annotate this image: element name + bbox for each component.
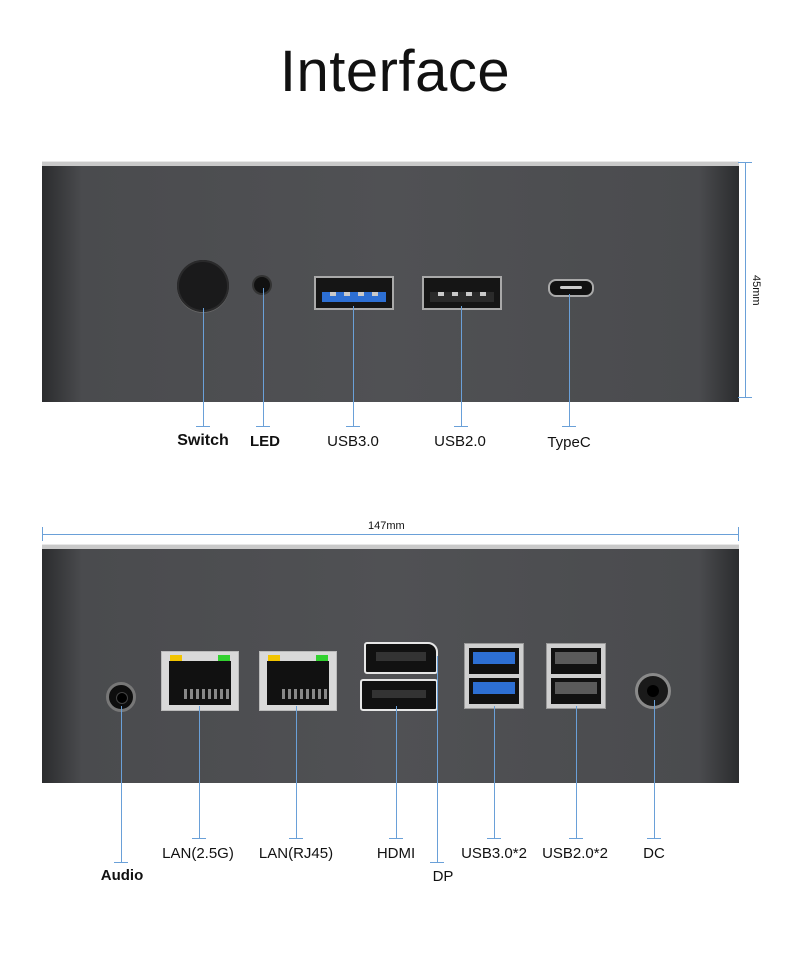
usb3-stack: [464, 643, 524, 709]
label-hdmi: HDMI: [376, 845, 416, 862]
label-usb30: USB3.0: [327, 433, 379, 450]
label-typec: TypeC: [547, 434, 591, 451]
power-switch-button: [177, 260, 229, 312]
usb2-stack: [546, 643, 606, 709]
usb3-port: [314, 276, 394, 310]
led-indicator: [254, 277, 270, 293]
usb2-port: [422, 276, 502, 310]
label-dc: DC: [643, 845, 665, 862]
label-dp: DP: [432, 868, 454, 885]
typec-port: [548, 279, 594, 297]
label-usb30x2: USB3.0*2: [461, 845, 527, 862]
label-lan-2-5g: LAN(2.5G): [162, 845, 234, 862]
dimension-height: 45mm: [750, 275, 762, 306]
displayport: [364, 642, 438, 674]
lan-2-5g-port: [161, 651, 239, 711]
dimension-width: 147mm: [368, 520, 405, 532]
lan-rj45-port: [259, 651, 337, 711]
label-switch: Switch: [177, 432, 229, 449]
label-led: LED: [250, 433, 280, 450]
hdmi-port: [360, 679, 438, 711]
page-title: Interface: [279, 39, 511, 104]
label-audio: Audio: [100, 867, 144, 884]
back-panel: [42, 545, 739, 783]
front-panel: [42, 162, 739, 402]
label-lan-rj45: LAN(RJ45): [258, 845, 334, 862]
label-usb20x2: USB2.0*2: [542, 845, 608, 862]
audio-jack: [106, 682, 136, 712]
dc-jack: [635, 673, 671, 709]
label-usb20: USB2.0: [434, 433, 486, 450]
